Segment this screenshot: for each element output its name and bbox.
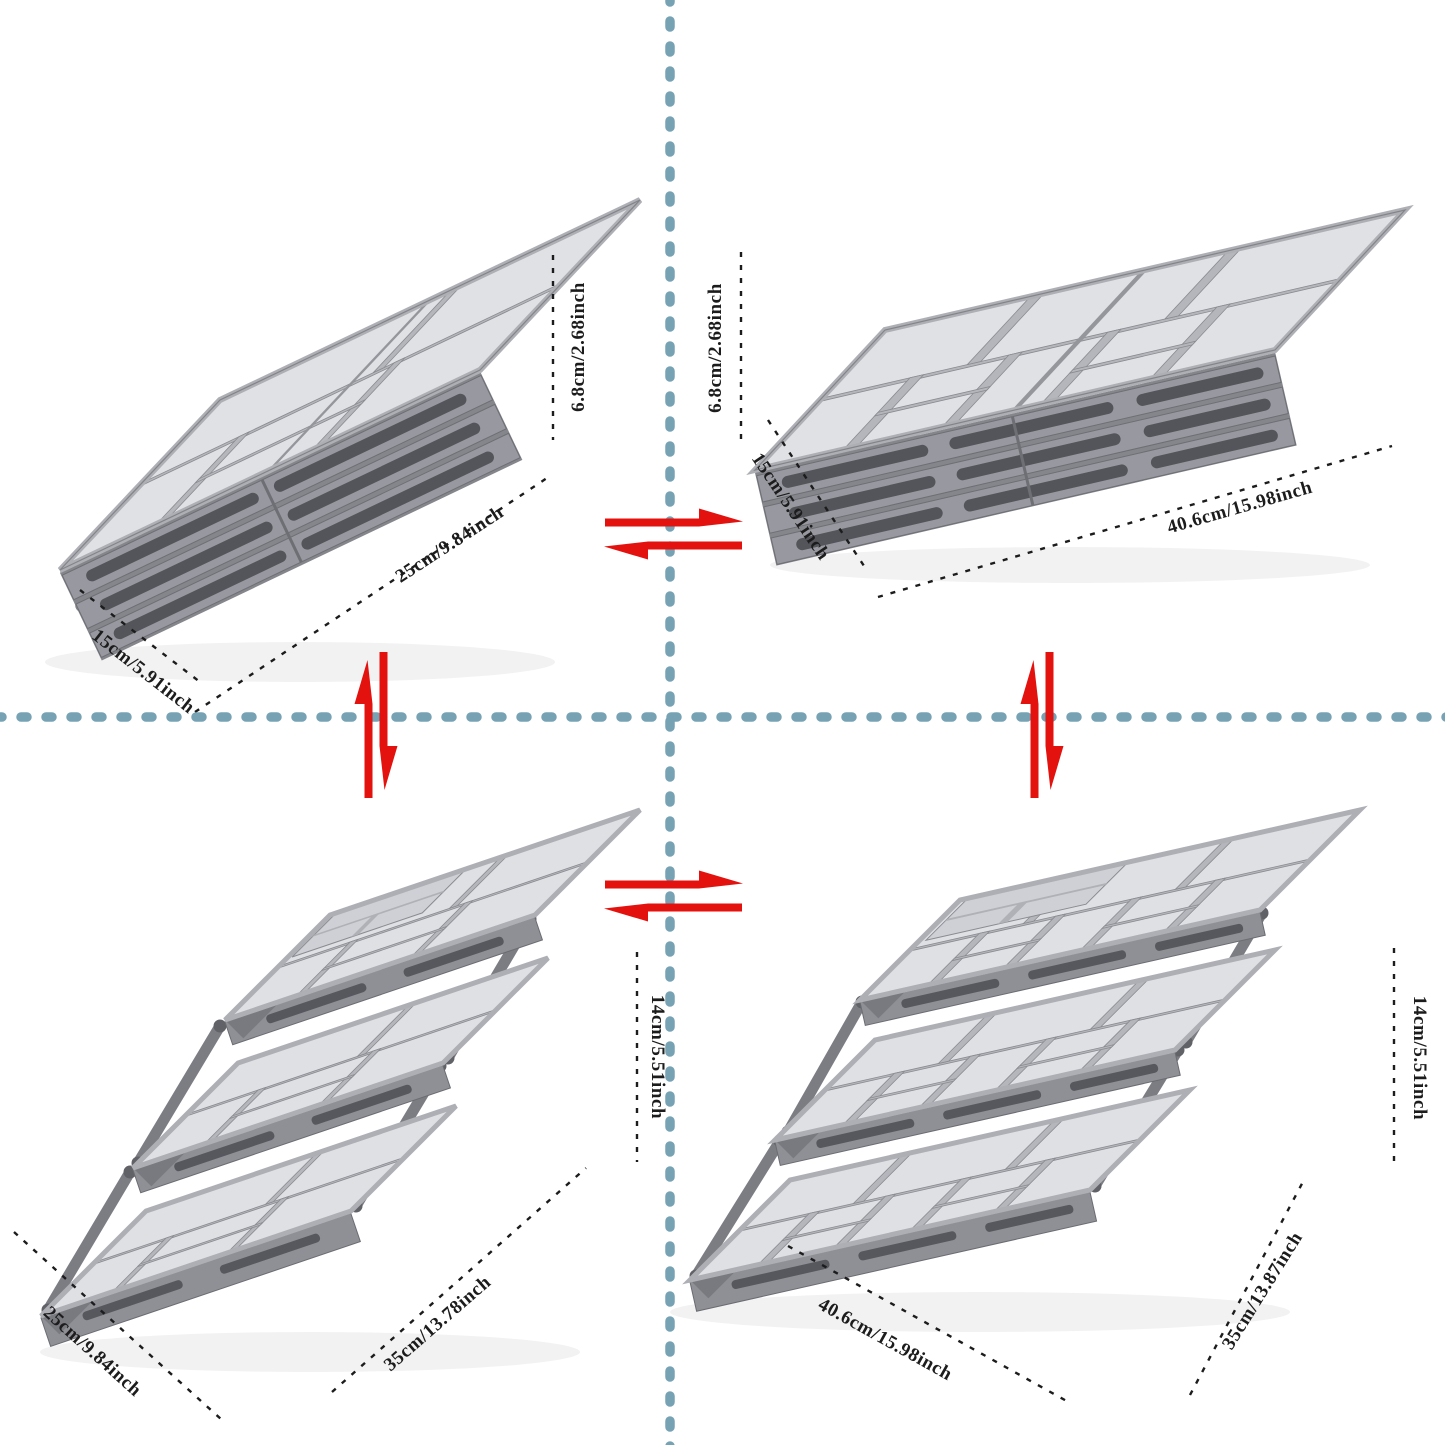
dim-label-tr-height: 6.8cm/2.68inch bbox=[705, 283, 726, 413]
dim-label-tl-height: 6.8cm/2.68inch bbox=[568, 282, 589, 412]
product-shadows bbox=[40, 547, 1370, 1372]
dim-label-bl-height: 14cm/5.51inch bbox=[647, 994, 668, 1120]
measurement-lines bbox=[13, 252, 1396, 1421]
measure-line-tr-length bbox=[877, 444, 1393, 599]
measure-line-br-length bbox=[787, 1244, 1073, 1406]
arrow-right-up-icon bbox=[1020, 660, 1039, 798]
organizer-folded-large-illustration bbox=[744, 210, 1405, 566]
measure-line-bl-depth bbox=[331, 1167, 587, 1393]
measure-line-tl-length bbox=[194, 477, 548, 713]
organizer-expanded-small-illustration bbox=[41, 810, 640, 1348]
organizer-folded-small-illustration bbox=[49, 200, 640, 661]
measure-line-br-depth bbox=[1188, 1177, 1307, 1396]
organizer-expanded-large-illustration bbox=[690, 810, 1361, 1312]
dim-label-br-height: 14cm/5.51inch bbox=[1409, 995, 1430, 1121]
arrow-top-right-icon bbox=[605, 508, 743, 527]
measure-line-tr-width bbox=[766, 419, 870, 573]
